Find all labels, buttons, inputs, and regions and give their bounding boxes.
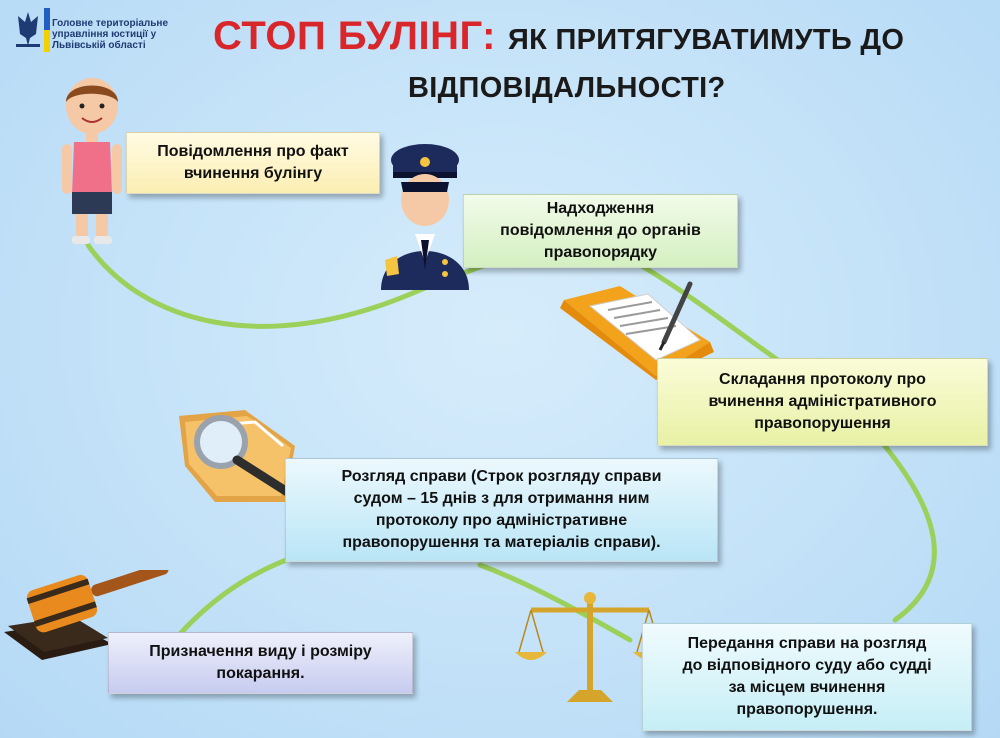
- scales-icon: [515, 592, 665, 702]
- magnifier-folder-icon: [179, 410, 308, 506]
- police-officer-icon: [381, 144, 469, 290]
- ministry-logo: Головне територіальне управління юстиції…: [8, 8, 208, 56]
- step-police-receipt: Надходження повідомлення до органів прав…: [463, 194, 738, 268]
- title-subtitle-line2: ВІДПОВІДАЛЬНОСТІ?: [408, 72, 726, 104]
- child-icon: [62, 78, 122, 244]
- folder-document-icon: [560, 281, 714, 380]
- step-punishment: Призначення виду і розміру покарання.: [108, 632, 413, 694]
- title-subtitle-line1: ЯК ПРИТЯГУВАТИМУТЬ ДО: [508, 24, 905, 56]
- step-protocol: Складання протоколу про вчинення адмініс…: [657, 358, 988, 446]
- step-report: Повідомлення про факт вчинення булінгу: [126, 132, 380, 194]
- gavel-icon: [4, 570, 169, 660]
- org-name: Головне територіальне управління юстиції…: [52, 18, 169, 51]
- step-case-review: Розгляд справи (Строк розгляду справи су…: [285, 458, 718, 562]
- step-transfer-to-court: Передання справи на розгляд до відповідн…: [642, 623, 972, 731]
- flag-stripe: [44, 8, 50, 52]
- title-main: СТОП БУЛІНГ:: [213, 14, 496, 58]
- trident-icon: [16, 12, 40, 47]
